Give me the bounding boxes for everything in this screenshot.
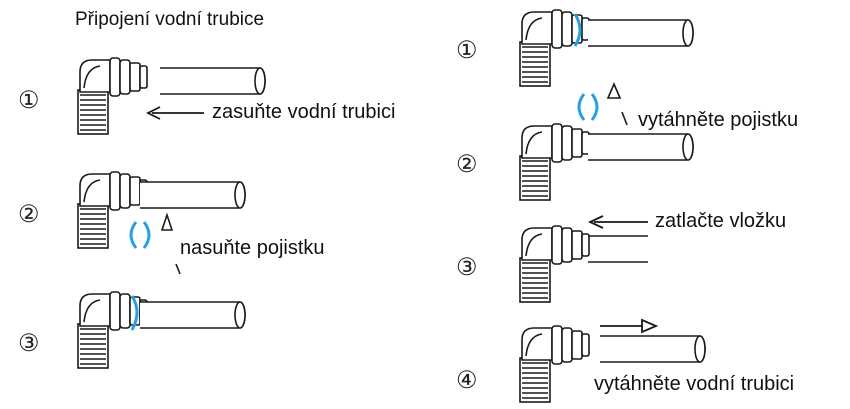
right-step-3-arrow [587,215,648,229]
right-step-4-arrow [600,318,659,334]
left-step-1-label: zasuňte vodní trubici [212,101,396,123]
right-step-3-label: zatlačte vložku [655,210,787,232]
diagram-title: Připojení vodní trubice [75,9,265,30]
right-step-2-number: ② [456,150,478,178]
right-step-3-fitting [519,225,648,303]
right-step-3-number: ③ [456,253,478,281]
left-step-2-label: nasuňte pojistku [180,237,325,259]
right-step-1-number: ① [456,36,478,64]
left-step-1-number: ① [18,86,40,114]
right-step-2-arrow [606,81,628,126]
left-step-3-fitting [77,291,246,369]
right-step-2-clip [577,92,599,122]
right-step-1-fitting [519,9,694,87]
left-step-2-arrow [160,212,181,275]
left-step-3-number: ③ [18,329,40,357]
left-step-2-number: ② [18,200,40,228]
right-step-2-fitting [519,123,694,201]
right-step-4-number: ④ [456,366,478,394]
right-step-4-label: vytáhněte vodní trubici [594,373,795,395]
left-step-2-clip [129,220,151,250]
left-step-1-arrow [145,106,204,120]
right-step-2-label: vytáhněte pojistku [638,109,799,131]
